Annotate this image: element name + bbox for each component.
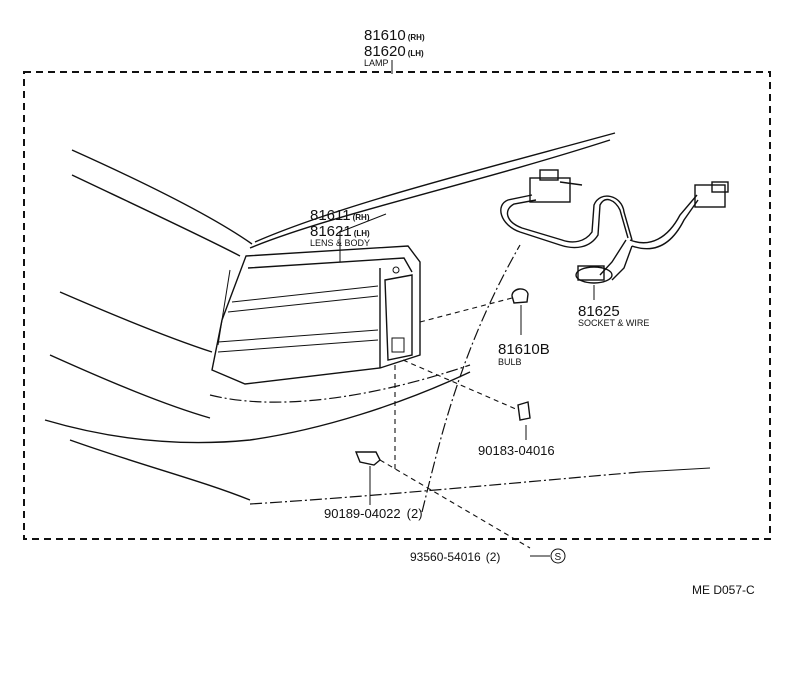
socket-wire-harness — [500, 169, 729, 300]
screw-right-part-number: 90183-04016 — [478, 443, 555, 458]
bulb-part — [511, 288, 529, 335]
vehicle-body-outline — [44, 132, 711, 513]
assembly-frame — [23, 71, 771, 540]
clip-part-bottom — [354, 451, 381, 505]
socket-wire-caption: SOCKET & WIRE — [578, 318, 649, 328]
screw-part-right — [517, 401, 531, 440]
bulb-part-number: 81610B — [498, 341, 550, 358]
bulb-caption: BULB — [498, 357, 522, 367]
lamp-lens-body — [211, 245, 421, 385]
lens-body-part-rh: 81611(RH) — [310, 207, 370, 224]
lens-body-part-lh: 81621(LH) — [310, 223, 370, 240]
leader-lines — [339, 60, 393, 262]
std-screw-part-number: 93560-54016(2) — [410, 550, 500, 564]
assembly-paths — [379, 297, 550, 557]
drawing-code: ME D057-C — [692, 583, 755, 597]
lamp-caption: LAMP — [364, 58, 389, 68]
standard-symbol-letter: S — [555, 552, 562, 563]
clip-part-number: 90189-04022(2) — [324, 506, 423, 521]
socket-wire-part: 81625 — [578, 303, 620, 320]
lamp-part-lh: 81620(LH) — [364, 43, 424, 60]
lamp-part-rh: 81610(RH) — [364, 27, 425, 44]
lens-body-caption: LENS & BODY — [310, 238, 370, 248]
standard-part-symbol: S — [550, 548, 566, 564]
